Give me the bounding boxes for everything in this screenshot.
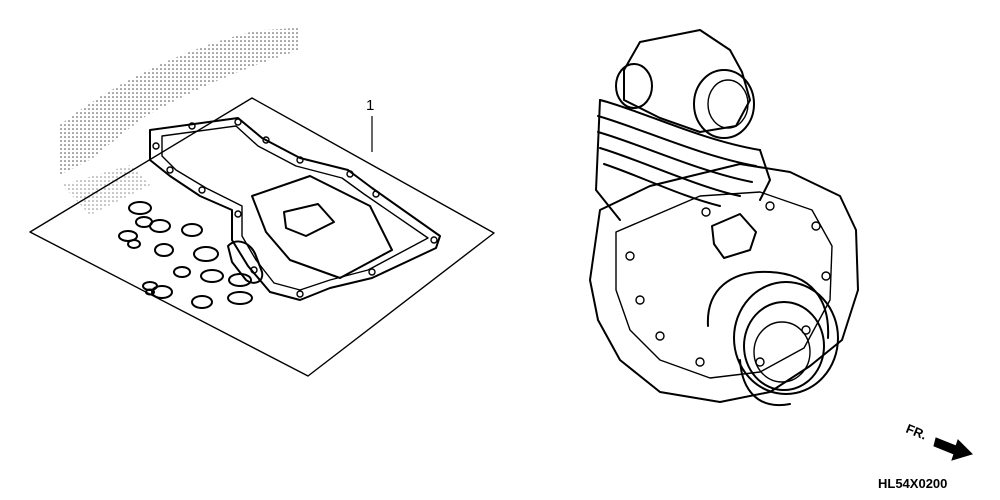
small-plate-gasket [283,203,335,237]
cover-gasket [149,117,441,301]
o-rings [118,201,253,309]
head-cover [623,29,751,133]
stipple-shading [60,28,300,175]
head-cap-right [693,69,755,139]
housing-ring-inner [743,301,825,391]
inspection-plate [711,213,757,259]
front-direction-marker: FR. [904,421,973,461]
oring-seal [706,270,830,339]
oil-pan-gasket [251,175,393,279]
diagram-code: HL54X0200 [878,476,947,491]
front-arrow-icon [933,437,973,461]
cover-gasket-inner [161,125,429,291]
engine-assembly [589,29,859,407]
head-cap-right-inner [707,79,749,129]
gasket-sheet-outline [29,97,495,377]
gasket-kit [29,28,495,377]
head-cap-left [615,63,653,109]
cover-bolts [625,201,831,367]
crankcase-cover [615,191,833,379]
housing-sleeve [739,359,791,407]
front-label: FR. [904,421,929,443]
stipple-shading-lower [62,165,150,215]
housing-ring-outer [733,281,839,395]
bolt-holes [152,118,438,298]
crankcase [589,163,859,403]
callout-label-1: 1 [366,97,374,114]
link-gasket [227,240,264,284]
housing-ring-core [753,321,811,383]
cylinder-fins [595,99,771,221]
